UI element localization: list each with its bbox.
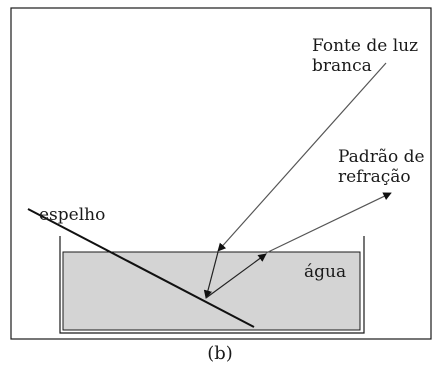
pattern-label-line2: refração xyxy=(338,167,411,187)
light-source-label-line2: branca xyxy=(312,56,372,76)
incident-ray xyxy=(217,62,387,252)
refracted-ray-down xyxy=(203,251,219,299)
water-label: água xyxy=(304,262,346,282)
light-source-label-line1: Fonte de luz xyxy=(312,36,418,56)
reflected-ray-up xyxy=(205,253,267,299)
mirror-label: espelho xyxy=(39,205,105,225)
pattern-label-line1: Padrão de xyxy=(338,147,425,167)
container-outline xyxy=(59,236,365,334)
mirror-line xyxy=(27,208,255,328)
figure-caption: (b) xyxy=(207,343,233,364)
outgoing-ray xyxy=(265,192,392,254)
